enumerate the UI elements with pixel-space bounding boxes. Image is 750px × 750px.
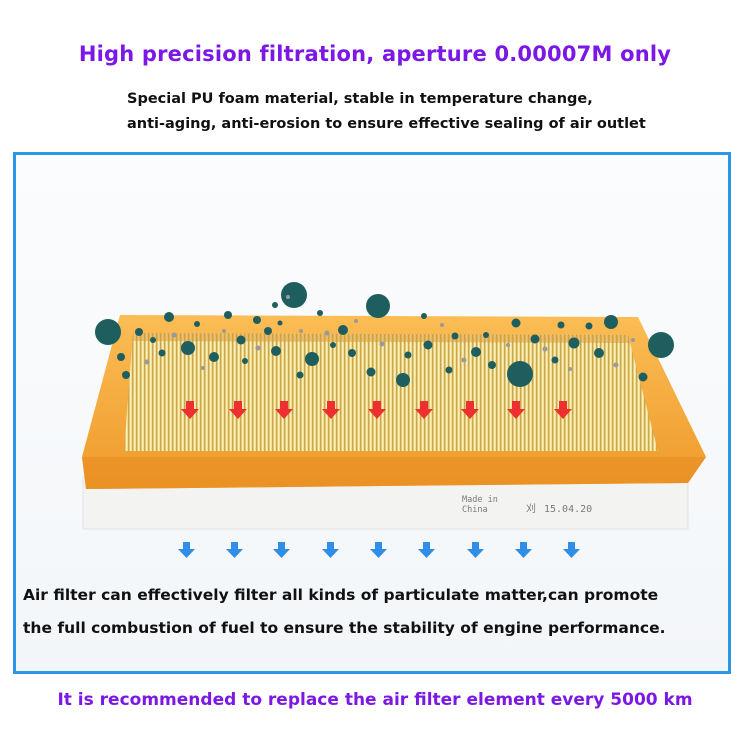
stamp-origin-line-1: Made in xyxy=(462,495,498,505)
replacement-recommendation: It is recommended to replace the air fil… xyxy=(57,690,693,710)
stamp-origin-line-2: China xyxy=(462,505,488,515)
material-line-2: anti-aging, anti-erosion to ensure effec… xyxy=(127,116,646,132)
dust-particles-fine xyxy=(144,295,635,371)
description-line-1: Air filter can effectively filter all ki… xyxy=(23,586,659,604)
air-filter-illustration: Made in China 刈 15.04.20 xyxy=(82,282,706,558)
dust-particles xyxy=(95,282,674,387)
stamp-date: 15.04.20 xyxy=(544,504,592,515)
air-in-arrows xyxy=(181,401,572,419)
manufacture-stamp: Made in China 刈 15.04.20 xyxy=(462,495,592,515)
description-line-2: the full combustion of fuel to ensure th… xyxy=(23,619,666,637)
air-out-arrows xyxy=(178,542,580,558)
headline: High precision filtration, aperture 0.00… xyxy=(78,42,672,66)
filter-media xyxy=(124,333,658,451)
svg-text:刈: 刈 xyxy=(526,502,536,515)
material-line-1: Special PU foam material, stable in temp… xyxy=(127,91,593,107)
product-panel: Made in China 刈 15.04.20 xyxy=(13,152,731,674)
